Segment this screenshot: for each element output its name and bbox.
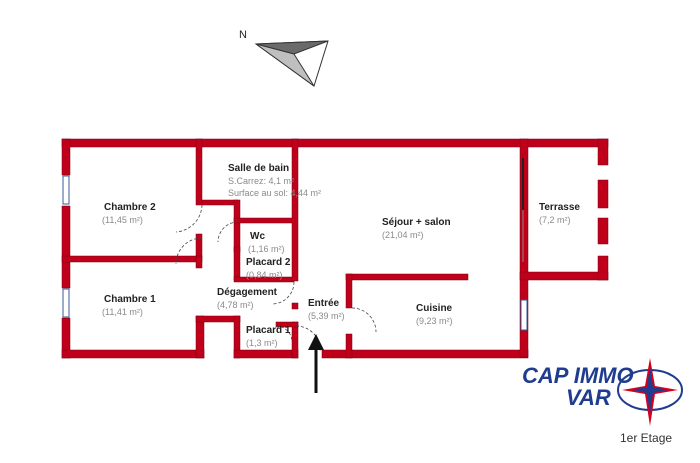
compass-north-label: N: [239, 29, 247, 41]
brand-line1: CAP IMMO: [522, 363, 634, 388]
room-degagement-name: Dégagement: [217, 287, 278, 298]
room-sejour-name: Séjour + salon: [382, 217, 451, 228]
room-wc-area: (1,16 m²): [248, 244, 285, 254]
room-entree-name: Entrée: [308, 298, 340, 309]
room-placard2-area: (0,84 m²): [246, 270, 283, 280]
room-salle-de-bain-carrez: S.Carrez: 4,1 m²: [228, 176, 294, 186]
room-placard1-name: Placard 1: [246, 325, 291, 336]
room-salle-de-bain-surface: Surface au sol: 4,44 m²: [228, 188, 321, 198]
room-degagement-area: (4,78 m²): [217, 300, 254, 310]
exterior-walls: [61, 138, 609, 359]
room-chambre2-area: (11,45 m²): [102, 215, 143, 225]
brand-star-icon: [617, 358, 683, 426]
room-placard1-area: (1,3 m²): [246, 338, 278, 348]
interior-walls: [61, 138, 469, 359]
room-cuisine-name: Cuisine: [416, 303, 453, 314]
room-cuisine-area: (9,23 m²): [416, 316, 453, 326]
brand-line2: VAR: [566, 385, 611, 410]
room-wc-name: Wc: [250, 231, 265, 242]
room-entree-area: (5,39 m²): [308, 311, 345, 321]
floor-label: 1er Etage: [620, 431, 672, 445]
compass: N: [239, 29, 329, 87]
room-chambre2-name: Chambre 2: [104, 202, 156, 213]
room-terrasse-name: Terrasse: [539, 202, 580, 213]
room-labels: Chambre 2 (11,45 m²) Chambre 1 (11,41 m²…: [102, 163, 580, 348]
room-placard2-name: Placard 2: [246, 257, 291, 268]
room-sejour-area: (21,04 m²): [382, 230, 424, 240]
room-chambre1-area: (11,41 m²): [102, 307, 143, 317]
brand-logo: CAP IMMO VAR: [522, 358, 683, 426]
window-icon: [62, 175, 528, 331]
room-salle-de-bain-name: Salle de bain: [228, 163, 289, 174]
room-terrasse-area: (7,2 m²): [539, 215, 571, 225]
room-chambre1-name: Chambre 1: [104, 294, 156, 305]
entrance-arrow-icon: [308, 334, 324, 393]
north-arrow-icon: [254, 40, 329, 87]
